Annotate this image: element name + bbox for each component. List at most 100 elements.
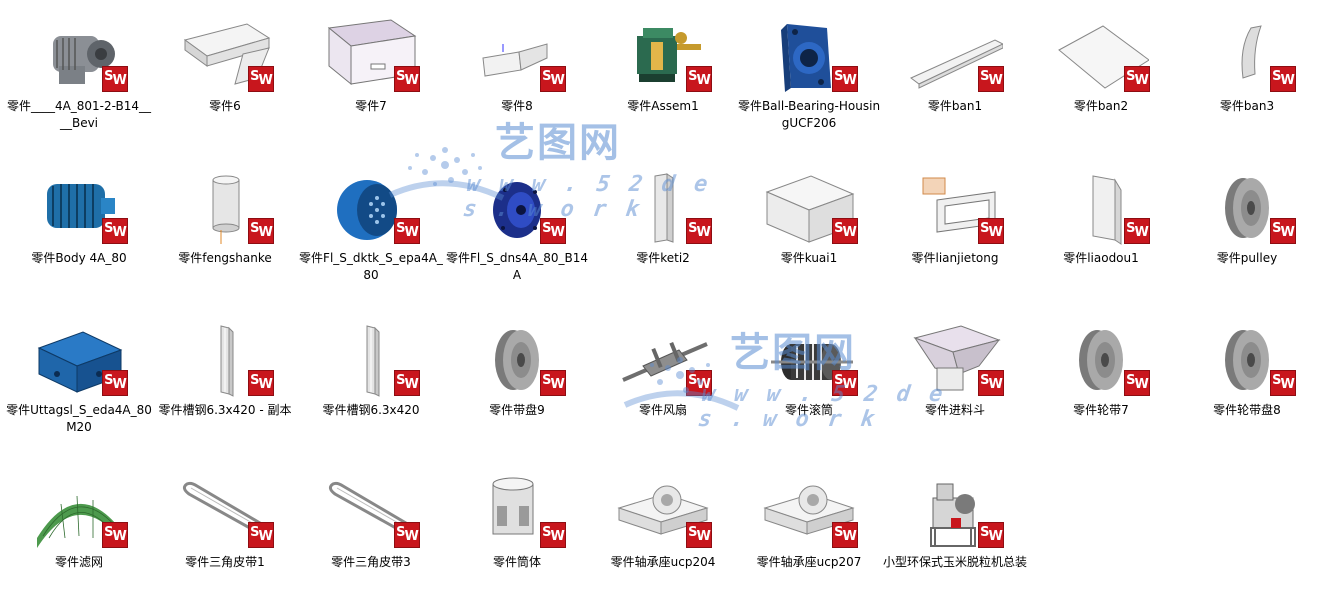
motor-body-icon bbox=[31, 170, 127, 246]
file-label: 零件Ball-Bearing-HousingUCF206 bbox=[737, 99, 881, 130]
file-tile[interactable]: SW 零件Fl_S_dktk_S_epa4A_80 bbox=[298, 158, 444, 308]
flange-icon bbox=[469, 170, 565, 246]
column-icon bbox=[615, 170, 711, 246]
file-tile[interactable]: SW 零件三角皮带3 bbox=[298, 462, 444, 612]
file-label: 零件进料斗 bbox=[924, 403, 985, 417]
solidworks-badge-icon: SW bbox=[394, 66, 420, 92]
file-label: 零件Assem1 bbox=[627, 99, 699, 113]
solidworks-badge-icon: SW bbox=[540, 66, 566, 92]
solidworks-badge-icon: SW bbox=[102, 522, 128, 548]
file-tile[interactable]: SW 零件轮带7 bbox=[1028, 310, 1174, 460]
file-label: 零件三角皮带1 bbox=[185, 555, 265, 569]
file-label: 零件lianjietong bbox=[911, 251, 999, 265]
file-label: 零件ban3 bbox=[1219, 99, 1275, 113]
file-tile[interactable]: SW 零件7 bbox=[298, 6, 444, 156]
solidworks-badge-icon: SW bbox=[248, 522, 274, 548]
solidworks-badge-icon: SW bbox=[686, 370, 712, 396]
hopper-icon bbox=[907, 322, 1003, 398]
file-label: 零件滤网 bbox=[54, 555, 103, 569]
solidworks-badge-icon: SW bbox=[248, 218, 274, 244]
file-label: 零件Uttagsl_S_eda4A_80 M20 bbox=[6, 403, 152, 434]
file-label: 零件三角皮带3 bbox=[331, 555, 411, 569]
assembly-icon bbox=[615, 18, 711, 94]
file-label: 零件liaodou1 bbox=[1063, 251, 1139, 265]
file-tile[interactable]: SW 零件fengshanke bbox=[152, 158, 298, 308]
plate-icon bbox=[907, 18, 1003, 94]
file-tile[interactable]: SW 零件滚筒 bbox=[736, 310, 882, 460]
pillow-block-icon bbox=[761, 474, 857, 550]
solidworks-badge-icon: SW bbox=[1124, 370, 1150, 396]
file-label: 零件____4A_801-2-B14____Bevi bbox=[6, 99, 152, 130]
file-label: 零件kuai1 bbox=[780, 251, 838, 265]
file-label: 零件槽钢6.3x420 - 副本 bbox=[158, 403, 292, 417]
bracket-icon bbox=[469, 18, 565, 94]
channel-icon bbox=[177, 322, 273, 398]
file-tile[interactable]: SW 零件kuai1 bbox=[736, 158, 882, 308]
block-icon bbox=[761, 170, 857, 246]
solidworks-badge-icon: SW bbox=[394, 370, 420, 396]
solidworks-badge-icon: SW bbox=[102, 218, 128, 244]
file-label: 零件keti2 bbox=[636, 251, 690, 265]
file-label: 零件7 bbox=[355, 99, 387, 113]
file-label: 零件Fl_S_dktk_S_epa4A_80 bbox=[299, 251, 443, 282]
tray-icon bbox=[177, 18, 273, 94]
file-tile[interactable]: SW 零件keti2 bbox=[590, 158, 736, 308]
file-label: 小型环保式玉米脱粒机总装 bbox=[882, 555, 1027, 569]
channel-icon bbox=[323, 322, 419, 398]
file-tile[interactable]: SW 零件滤网 bbox=[6, 462, 152, 612]
file-label: 零件轴承座ucp204 bbox=[610, 555, 716, 569]
solidworks-badge-icon: SW bbox=[978, 370, 1004, 396]
curved-sheet-icon bbox=[1199, 18, 1295, 94]
pillow-block-icon bbox=[615, 474, 711, 550]
tube-body-icon bbox=[469, 474, 565, 550]
file-tile[interactable]: SW 零件8 bbox=[444, 6, 590, 156]
file-tile[interactable]: SW 零件三角皮带1 bbox=[152, 462, 298, 612]
solidworks-badge-icon: SW bbox=[394, 522, 420, 548]
machine-assembly-icon bbox=[907, 474, 1003, 550]
file-label: 零件pulley bbox=[1216, 251, 1278, 265]
file-label: 零件槽钢6.3x420 bbox=[322, 403, 420, 417]
file-label: 零件筒体 bbox=[492, 555, 541, 569]
solidworks-badge-icon: SW bbox=[394, 218, 420, 244]
solidworks-badge-icon: SW bbox=[540, 218, 566, 244]
solidworks-badge-icon: SW bbox=[832, 370, 858, 396]
file-label: 零件Fl_S_dns4A_80_B14A bbox=[446, 251, 588, 282]
file-label: 零件fengshanke bbox=[178, 251, 272, 265]
fan-shaft-icon bbox=[615, 322, 711, 398]
solidworks-badge-icon: SW bbox=[832, 66, 858, 92]
cylinder-icon bbox=[177, 170, 273, 246]
motor-icon bbox=[31, 18, 127, 94]
file-tile[interactable]: SW 零件进料斗 bbox=[882, 310, 1028, 460]
file-label: 零件8 bbox=[501, 99, 533, 113]
solidworks-badge-icon: SW bbox=[978, 66, 1004, 92]
solidworks-badge-icon: SW bbox=[686, 218, 712, 244]
solidworks-badge-icon: SW bbox=[832, 522, 858, 548]
file-label: 零件6 bbox=[209, 99, 241, 113]
file-tile[interactable]: SW 零件Fl_S_dns4A_80_B14A bbox=[444, 158, 590, 308]
file-tile[interactable]: SW 零件Ball-Bearing-HousingUCF206 bbox=[736, 6, 882, 156]
solidworks-badge-icon: SW bbox=[832, 218, 858, 244]
file-tile[interactable]: SW 零件槽钢6.3x420 bbox=[298, 310, 444, 460]
file-label: 零件滚筒 bbox=[784, 403, 833, 417]
file-label: 零件轮带7 bbox=[1073, 403, 1129, 417]
